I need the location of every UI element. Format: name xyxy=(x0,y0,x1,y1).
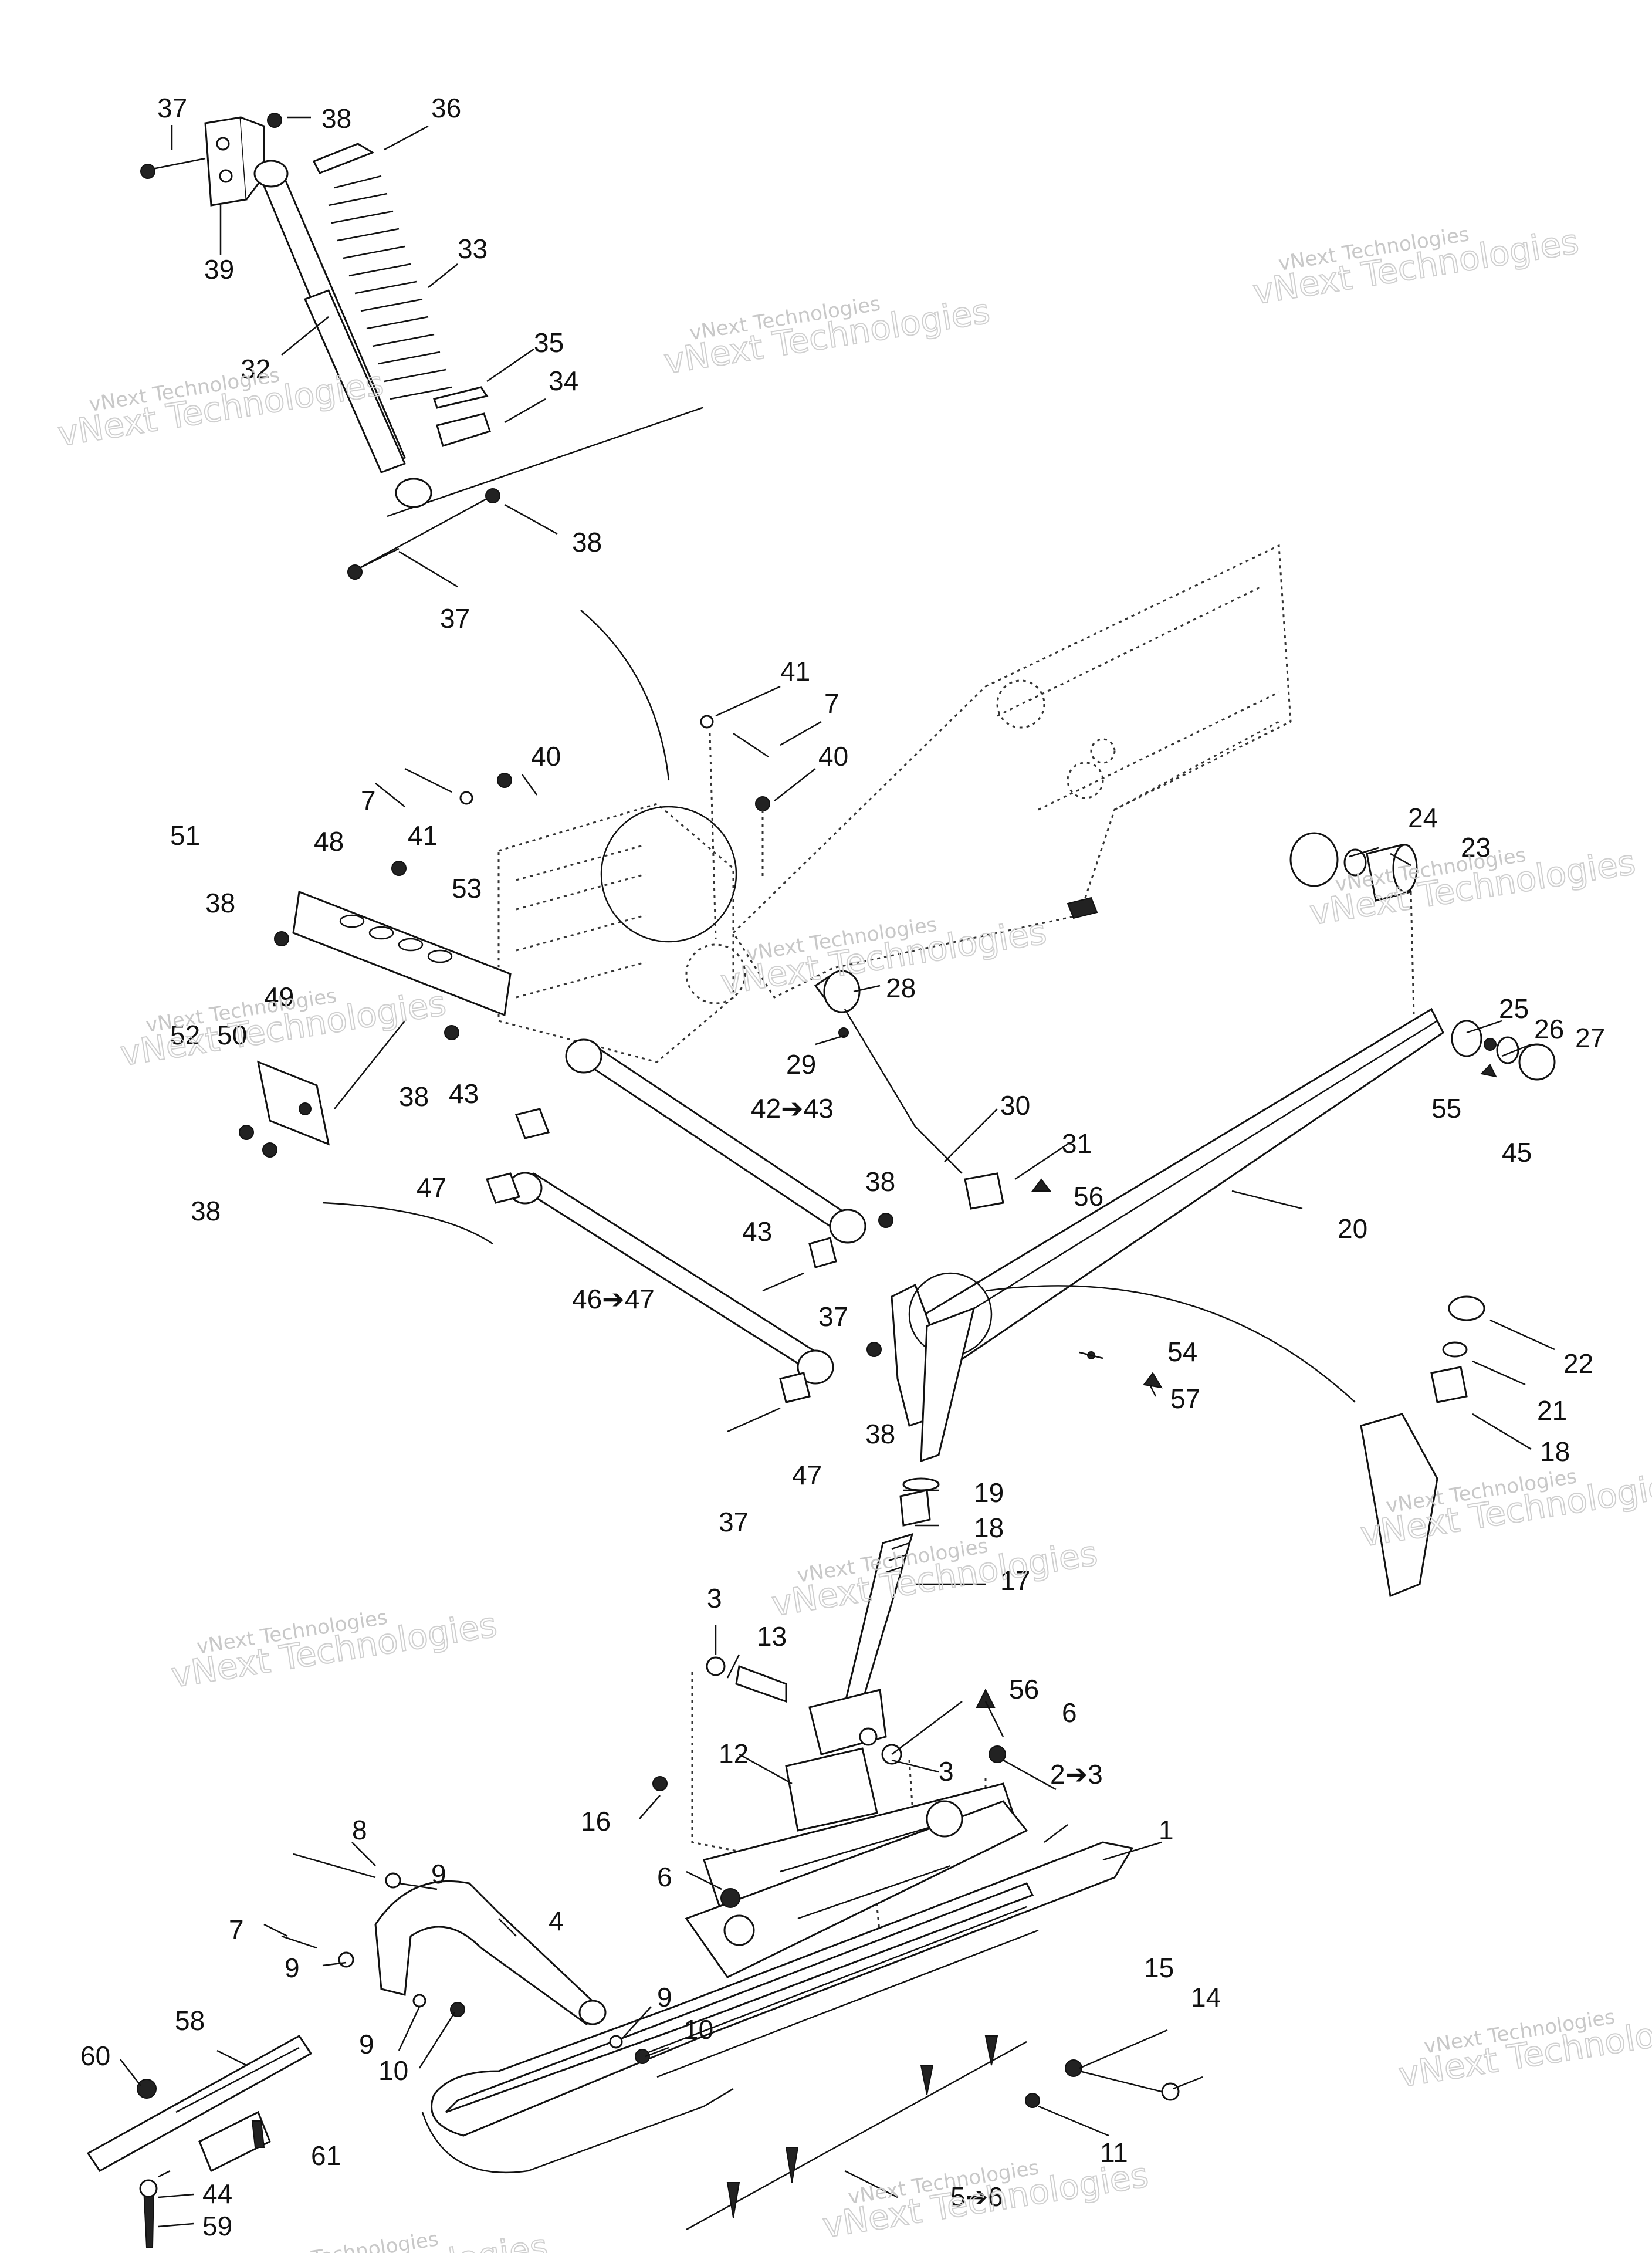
callout-26: 26 xyxy=(1534,1014,1564,1044)
callout-31: 31 xyxy=(1062,1128,1092,1159)
callout-19: 19 xyxy=(974,1477,1004,1508)
callout-38-a: 38 xyxy=(321,103,351,134)
callout-1: 1 xyxy=(1159,1815,1174,1845)
callout-7-c: 7 xyxy=(229,1914,244,1945)
callout-20: 20 xyxy=(1338,1213,1367,1244)
callout-38-b: 38 xyxy=(572,527,602,557)
callout-40-a: 40 xyxy=(818,741,848,772)
callout-10-b: 10 xyxy=(378,2055,408,2086)
callout-43-b: 43 xyxy=(742,1216,772,1247)
hardware-center xyxy=(404,715,1485,1598)
callout-42: 42➔43 xyxy=(751,1093,834,1124)
callout-6-b: 6 xyxy=(657,1862,672,1892)
callout-12: 12 xyxy=(719,1738,749,1769)
callout-27: 27 xyxy=(1575,1023,1605,1053)
callout-10-a: 10 xyxy=(683,2014,713,2045)
callout-9-d: 9 xyxy=(359,2029,374,2059)
callout-47-a: 47 xyxy=(417,1172,446,1203)
callout-6-a: 6 xyxy=(1062,1697,1077,1728)
ski-assembly xyxy=(281,1672,1180,2231)
callout-51: 51 xyxy=(170,820,200,851)
callout-56-b: 56 xyxy=(1009,1674,1039,1704)
callout-4: 4 xyxy=(549,1906,564,1936)
callout-22: 22 xyxy=(1563,1348,1593,1379)
shock-absorber-group xyxy=(140,113,704,781)
callout-9-a: 9 xyxy=(431,1859,446,1889)
callout-44: 44 xyxy=(202,2178,232,2209)
callout-17: 17 xyxy=(1000,1565,1030,1596)
callout-9-c: 9 xyxy=(657,1982,672,2012)
callout-2: 2➔3 xyxy=(1050,1759,1103,1789)
callout-59: 59 xyxy=(202,2211,232,2241)
radius-rods xyxy=(322,1038,893,1433)
callout-18-a: 18 xyxy=(1540,1436,1570,1467)
callout-29: 29 xyxy=(786,1049,816,1080)
callout-47-b: 47 xyxy=(792,1460,822,1490)
callout-38-c: 38 xyxy=(205,888,235,918)
spindle-group xyxy=(652,1272,996,1832)
callout-33: 33 xyxy=(458,234,488,264)
callout-9-b: 9 xyxy=(285,1953,300,1983)
callout-21: 21 xyxy=(1537,1395,1567,1426)
callout-55: 55 xyxy=(1431,1093,1461,1124)
callout-11: 11 xyxy=(1100,2137,1128,2168)
callout-38-e: 38 xyxy=(191,1196,221,1226)
callout-41-b: 41 xyxy=(408,820,438,851)
callout-58: 58 xyxy=(175,2005,205,2036)
callout-32: 32 xyxy=(241,354,270,384)
callout-25: 25 xyxy=(1499,993,1529,1024)
callout-18-b: 18 xyxy=(974,1513,1004,1543)
main-beam xyxy=(913,891,1556,1403)
callout-37-b: 37 xyxy=(440,603,470,634)
callout-37-c: 37 xyxy=(818,1301,848,1332)
callout-39: 39 xyxy=(204,254,234,285)
callout-23: 23 xyxy=(1461,832,1491,862)
callout-48: 48 xyxy=(314,826,344,857)
callout-40-b: 40 xyxy=(531,741,561,772)
callout-41-a: 41 xyxy=(780,656,810,686)
callout-61: 61 xyxy=(311,2140,341,2171)
callout-7-a: 7 xyxy=(824,688,839,719)
callout-56-a: 56 xyxy=(1074,1181,1103,1212)
callout-5: 5➔6 xyxy=(950,2181,1003,2212)
callout-46: 46➔47 xyxy=(572,1284,655,1314)
callout-45: 45 xyxy=(1502,1137,1532,1168)
callout-38-d: 38 xyxy=(399,1081,429,1112)
callout-60: 60 xyxy=(80,2041,110,2071)
callout-52: 52 xyxy=(170,1020,200,1050)
callout-53: 53 xyxy=(452,873,482,904)
callout-labels: 37 38 36 39 33 32 35 34 38 37 41 7 40 40… xyxy=(80,93,1605,2241)
leader-lines xyxy=(120,116,1555,2228)
callout-3-b: 3 xyxy=(939,1756,954,1787)
bracket-plates xyxy=(239,861,512,1158)
callout-7-b: 7 xyxy=(361,785,376,816)
callout-36: 36 xyxy=(431,93,461,123)
callout-37-d: 37 xyxy=(719,1507,749,1537)
steering-linkage xyxy=(814,970,1051,1210)
callout-30: 30 xyxy=(1000,1090,1030,1121)
callout-15: 15 xyxy=(1144,1953,1174,1983)
callout-43-a: 43 xyxy=(449,1078,479,1109)
callout-50: 50 xyxy=(217,1020,247,1050)
callout-13: 13 xyxy=(757,1621,787,1652)
callout-28: 28 xyxy=(886,973,916,1003)
chassis-frame xyxy=(497,544,1418,1063)
callout-38-g: 38 xyxy=(865,1419,895,1449)
callout-38-f: 38 xyxy=(865,1166,895,1197)
handle-strip xyxy=(86,2035,313,2248)
callout-54: 54 xyxy=(1167,1337,1197,1367)
callout-8: 8 xyxy=(352,1815,367,1845)
callout-57: 57 xyxy=(1170,1383,1200,1414)
callout-14: 14 xyxy=(1191,1982,1221,2012)
callout-34: 34 xyxy=(549,366,578,396)
callout-49: 49 xyxy=(264,982,294,1012)
callout-35: 35 xyxy=(534,327,564,358)
callout-37-a: 37 xyxy=(157,93,187,123)
callout-3-a: 3 xyxy=(707,1583,722,1613)
callout-24: 24 xyxy=(1408,803,1438,833)
callout-16: 16 xyxy=(581,1806,611,1836)
